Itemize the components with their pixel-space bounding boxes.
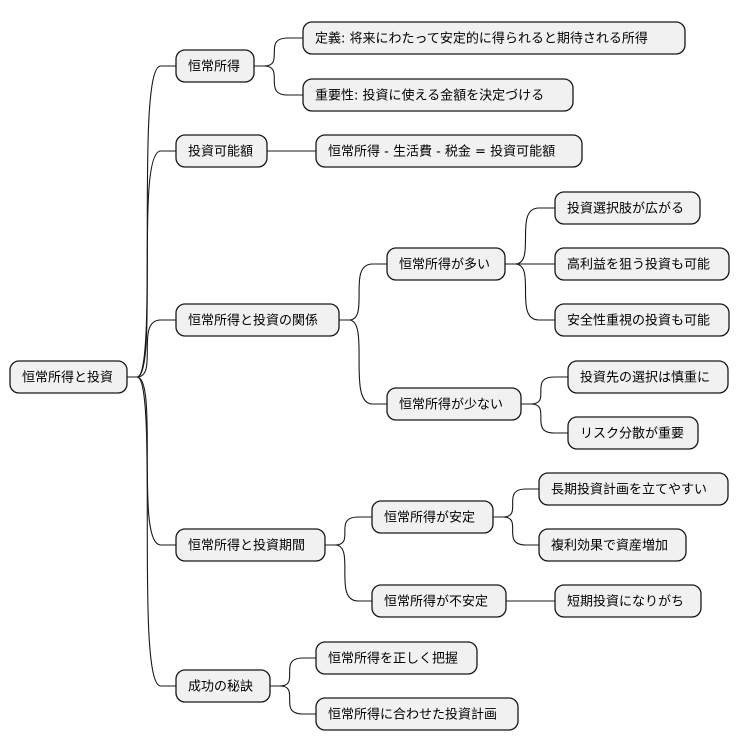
mindmap-node-branch-0: 恒常所得 [175, 49, 255, 83]
connector-branch-3 [127, 376, 176, 546]
mindmap-node-branch-2-c0-c1: 高利益を狙う投資も可能 [554, 247, 730, 281]
mindmap-node-branch-2-c0-c2: 安全性重視の投資も可能 [554, 303, 730, 337]
mindmap-node-branch-1-c0: 恒常所得 - 生活費 - 税金 = 投資可能額 [315, 134, 583, 168]
node-label: 恒常所得が多い [399, 257, 490, 273]
connector-branch-2-c0 [339, 263, 387, 321]
mindmap-node-branch-0-c1: 重要性: 投資に使える金額を決定づける [302, 78, 574, 112]
connector-branch-3-c0-c1 [493, 516, 539, 546]
node-box [175, 134, 268, 168]
connector-branch-2-c1-c1 [521, 403, 568, 434]
mindmap-node-branch-2-c0-c0: 投資選択肢が広がる [554, 191, 701, 225]
node-label: 恒常所得と投資の関係 [188, 313, 318, 329]
mindmap-node-branch-0-c0: 定義: 将来にわたって安定的に得られると期待される所得 [302, 21, 686, 55]
mindmap-node-branch-3-c0: 恒常所得が安定 [371, 500, 494, 534]
node-label: 投資選択肢が広がる [567, 201, 684, 217]
mindmap-node-branch-3: 恒常所得と投資期間 [175, 528, 326, 562]
node-label: 短期投資になりがち [567, 594, 684, 610]
connector-branch-0 [127, 65, 176, 378]
connector-branch-2-c0-c0 [505, 207, 555, 265]
connector-branch-2-c1-c0 [521, 376, 568, 405]
mindmap-node-branch-4-c0: 恒常所得を正しく把握 [315, 641, 478, 675]
mindmap-node-branch-2-c1: 恒常所得が少ない [386, 387, 522, 421]
mindmap-edges [127, 37, 568, 715]
mindmap-node-branch-2-c1-c1: リスク分散が重要 [567, 416, 699, 450]
mindmap-node-branch-3-c0-c0: 長期投資計画を立てやすい [538, 472, 729, 506]
node-label: 複利効果で資産増加 [551, 538, 668, 554]
mindmap-nodes: 恒常所得と投資 恒常所得 定義: 将来にわたって安定的に得られると期待される所得重要… [9, 21, 730, 731]
node-label: 恒常所得と投資 [22, 370, 113, 386]
node-box [538, 528, 687, 562]
node-box [315, 641, 478, 675]
node-label: 重要性: 投資に使える金額を決定づける [315, 88, 544, 104]
node-box [554, 303, 730, 337]
node-label: 長期投資計画を立てやすい [551, 482, 707, 498]
connector-branch-3-c0-c0 [493, 488, 539, 518]
connector-branch-4 [127, 376, 176, 687]
mindmap-node-branch-4-c1: 恒常所得に合わせた投資計画 [315, 697, 519, 731]
node-label: 恒常所得が少ない [399, 397, 503, 413]
mindmap-node-branch-3-c1: 恒常所得が不安定 [371, 584, 507, 618]
node-box [302, 78, 574, 112]
node-label: 高利益を狙う投資も可能 [567, 257, 710, 273]
node-box [567, 360, 729, 394]
node-box [567, 416, 699, 450]
node-label: 成功の秘訣 [188, 679, 253, 695]
node-label: 恒常所得 [188, 59, 240, 75]
node-box [554, 247, 730, 281]
node-box [315, 134, 583, 168]
connector-branch-3-c0 [325, 516, 372, 546]
connector-branch-0-c0 [254, 37, 303, 67]
connector-branch-2 [127, 319, 176, 378]
node-box [386, 247, 506, 281]
mindmap-node-branch-4: 成功の秘訣 [175, 669, 271, 703]
node-label: 恒常所得が不安定 [384, 594, 488, 610]
node-box [554, 191, 701, 225]
node-label: 恒常所得を正しく把握 [328, 651, 458, 667]
node-box [9, 360, 128, 394]
node-box [315, 697, 519, 731]
node-box [538, 472, 729, 506]
node-label: 恒常所得 - 生活費 - 税金 = 投資可能額 [328, 144, 555, 160]
node-label: 恒常所得に合わせた投資計画 [328, 707, 497, 723]
node-box [175, 303, 340, 337]
mindmap-node-branch-1: 投資可能額 [175, 134, 268, 168]
mindmap-node-branch-2-c1-c0: 投資先の選択は慎重に [567, 360, 729, 394]
mindmap-node-branch-2-c0: 恒常所得が多い [386, 247, 506, 281]
node-box [371, 584, 507, 618]
node-label: 恒常所得が安定 [384, 510, 475, 526]
node-label: 安全性重視の投資も可能 [567, 313, 710, 329]
connector-branch-3-c1 [325, 544, 372, 602]
node-box [371, 500, 494, 534]
node-label: 恒常所得と投資期間 [188, 538, 305, 554]
connector-branch-0-c1 [254, 65, 303, 96]
connector-branch-2-c1 [339, 319, 387, 405]
mindmap-node-branch-3-c1-c0: 短期投資になりがち [554, 584, 702, 618]
connector-branch-1 [127, 150, 176, 378]
node-box [386, 387, 522, 421]
node-label: 投資可能額 [188, 144, 253, 160]
mindmap-node-branch-3-c0-c1: 複利効果で資産増加 [538, 528, 687, 562]
node-box [302, 21, 686, 55]
node-label: 定義: 将来にわたって安定的に得られると期待される所得 [315, 31, 648, 47]
root-node: 恒常所得と投資 [9, 360, 128, 394]
connector-branch-4-c1 [270, 685, 316, 715]
node-label: 投資先の選択は慎重に [580, 370, 710, 386]
mindmap-node-branch-2: 恒常所得と投資の関係 [175, 303, 340, 337]
node-box [175, 669, 271, 703]
node-box [175, 528, 326, 562]
connector-branch-4-c0 [270, 657, 316, 687]
connector-branch-2-c0-c2 [505, 263, 555, 321]
node-box [175, 49, 255, 83]
node-box [554, 584, 702, 618]
node-label: リスク分散が重要 [580, 426, 684, 442]
